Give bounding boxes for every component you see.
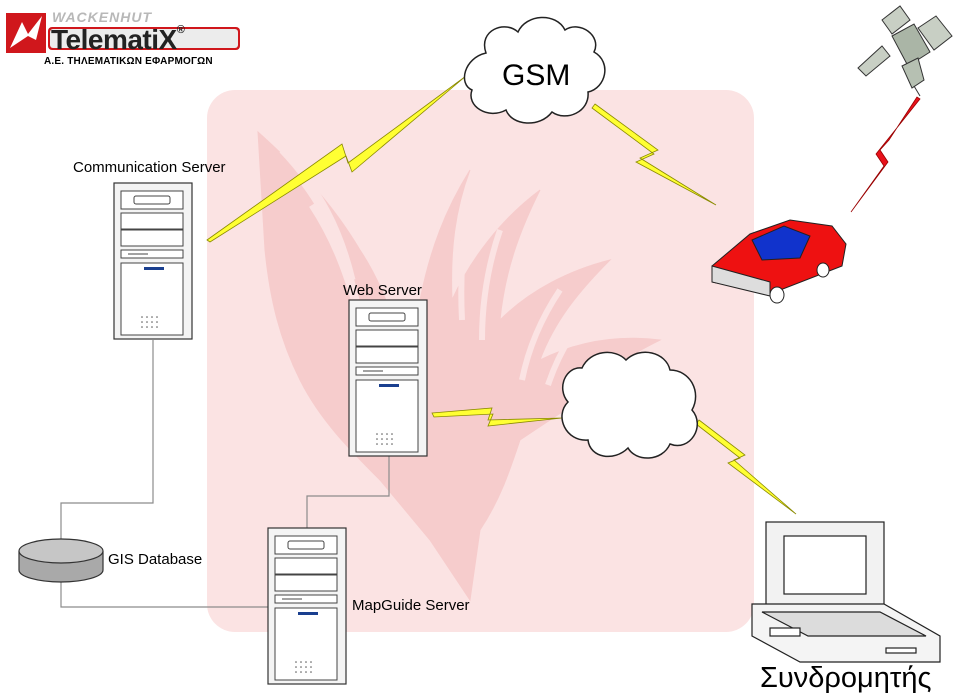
satellite-icon (857, 5, 953, 97)
gis-database-label: GIS Database (108, 551, 203, 568)
web-server-to-mapguide-link (306, 456, 390, 528)
network-cloud-icon (561, 351, 698, 459)
web-server-icon (348, 299, 428, 457)
logo-brand-text: TelematiX® (51, 24, 185, 56)
communication-server-label: Communication Server (73, 159, 226, 176)
network-connections (60, 340, 390, 608)
web-to-cloud-lightning-icon (431, 407, 563, 427)
web-server-label: Web Server (343, 282, 422, 299)
comm-to-gsm-lightning-icon (206, 75, 467, 243)
gsm-label: GSM (502, 59, 571, 92)
cloud-to-laptop-lightning-icon (695, 419, 797, 515)
subscriber-laptop-icon (751, 521, 941, 663)
mapguide-server-label: MapGuide Server (352, 597, 470, 614)
logo-brand-name: TelematiX (51, 24, 177, 55)
satellite-lightning-icon (850, 96, 921, 213)
gis-db-to-mapguide-link (60, 582, 272, 608)
comm-server-to-gis-db-link (60, 340, 154, 540)
logo-subtitle: Α.Ε. ΤΗΛΕΜΑΤΙΚΩΝ ΕΦΑΡΜΟΓΩΝ (44, 56, 213, 67)
logo-wackenhut-text: WACKENHUT (52, 9, 152, 25)
gis-database-icon (18, 538, 104, 583)
company-logo (6, 13, 240, 53)
communication-server-icon (113, 182, 193, 340)
wireless-link-icons (206, 75, 797, 515)
mapguide-server-icon (267, 527, 347, 685)
gsm-cloud-icon (463, 16, 606, 124)
gsm-to-car-lightning-icon (591, 103, 717, 206)
logo-registered-mark: ® (176, 24, 185, 36)
subscriber-label: Συνδρομητής (760, 662, 932, 694)
vehicle-car-icon (711, 219, 847, 304)
